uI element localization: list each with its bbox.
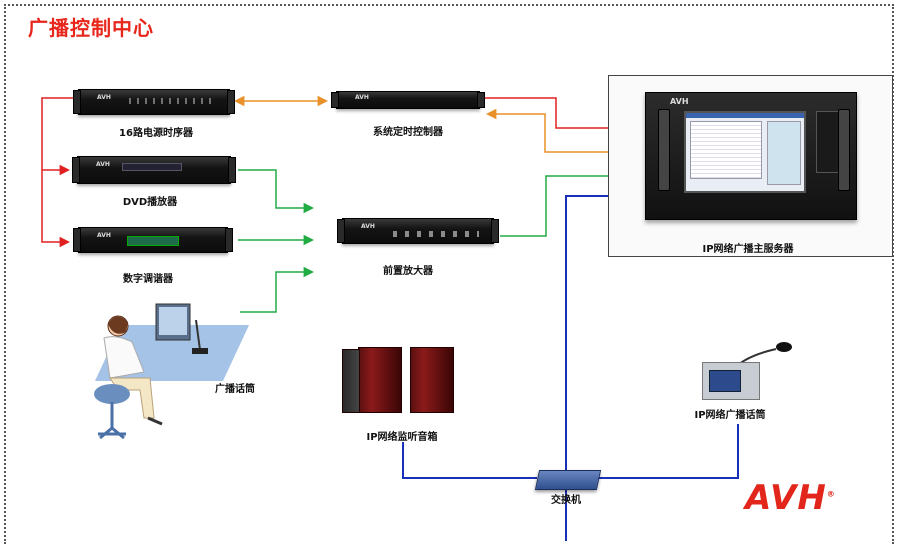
digital-tuner-label: 数字调谐器 [123, 274, 173, 285]
audio-line-mic [240, 266, 315, 313]
audio-line-preamp-server [500, 170, 635, 237]
diagram-frame [4, 4, 894, 544]
operator-illustration [94, 303, 208, 440]
network-line-server [565, 195, 628, 472]
network-switch-label: 交换机 [551, 495, 581, 506]
digital-tuner-device: AVH [73, 227, 233, 253]
preamplifier-device: AVH [337, 218, 499, 244]
monitor-speaker-left [358, 347, 402, 413]
device-brand-mark: AVH [97, 94, 111, 101]
timer-controller-label: 系统定时控制器 [373, 127, 443, 138]
control-line-timer-server [485, 108, 637, 158]
ip-broadcast-mic-device [702, 362, 760, 400]
server-screen [684, 111, 806, 193]
dvd-player-label: DVD播放器 [122, 197, 178, 208]
timer-controller-device: AVH [331, 91, 485, 109]
broadcast-mic-label: 广播话筒 [215, 384, 255, 395]
avh-logo: AVH® [745, 478, 836, 518]
ip-broadcast-server-label: IP网络广播主服务器 [702, 244, 794, 255]
monitor-speaker-right [410, 347, 454, 413]
power-sequencer-device: AVH [73, 89, 235, 115]
dvd-player-device: AVH [72, 156, 236, 184]
network-line-ipmic [598, 424, 739, 479]
ip-broadcast-server-device: AVH [645, 92, 857, 220]
network-switch-device [534, 470, 602, 490]
ip-broadcast-mic-label: IP网络广播话筒 [694, 410, 766, 421]
monitor-speakers-label: IP网络监听音箱 [366, 432, 438, 443]
audio-line-dvd [238, 169, 315, 214]
network-line-speakers [402, 442, 537, 479]
preamplifier-label: 前置放大器 [383, 266, 433, 277]
diagram-title: 广播控制中心 [28, 16, 154, 40]
monitor-speaker-left-side [342, 349, 360, 413]
power-sequencer-label: 16路电源时序器 [119, 128, 193, 139]
